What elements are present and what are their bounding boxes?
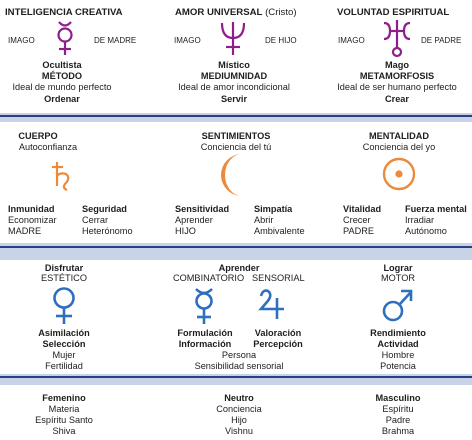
item-3: Vishnu [225, 426, 253, 436]
left-item-2: HIJO [175, 226, 196, 236]
mars-icon [382, 289, 413, 322]
line3: Ideal de mundo perfecto [12, 82, 112, 92]
left-item-1: Economizar [8, 215, 57, 225]
line2: MEDIUMNIDAD [200, 71, 268, 81]
title: Femenino [42, 393, 86, 403]
line1: Místico [218, 60, 250, 70]
divider-top [0, 115, 472, 117]
imago-target: DE PADRE [421, 36, 462, 45]
right-title: Seguridad [82, 204, 127, 214]
line1: Asimilación [38, 328, 90, 338]
right-item-2: Ambivalente [254, 226, 305, 236]
line2: METAMORFOSIS [359, 71, 435, 81]
right-title: Fuerza mental [405, 204, 467, 214]
venus-icon [53, 287, 75, 324]
title: AMOR UNIVERSAL (Cristo) [175, 7, 297, 18]
jupiter-icon [258, 289, 284, 319]
right-item-1: Abrir [254, 215, 274, 225]
imago-target: DE MADRE [94, 36, 137, 45]
right-title: Simpatía [254, 204, 293, 214]
left-item-1: Crecer [343, 215, 371, 225]
imago-target: DE HIJO [265, 36, 297, 45]
line4: Crear [384, 94, 410, 104]
line2: Actividad [377, 339, 419, 349]
item-1: Espíritu [382, 404, 414, 414]
line3: Ideal de ser humano perfecto [337, 82, 457, 92]
subtitle: ESTÉTICO [41, 273, 87, 283]
line4: Potencia [380, 361, 416, 371]
line3: Ideal de amor incondicional [178, 82, 290, 92]
right-line-2: Percepción [253, 339, 303, 349]
uranus-icon [383, 20, 411, 58]
imago-label: IMAGO [8, 36, 35, 45]
right-item-2: Heterónomo [82, 226, 133, 236]
title: VOLUNTAD ESPIRITUAL [337, 7, 450, 18]
item-3: Shiva [52, 426, 76, 436]
subtitle: Autoconfianza [18, 142, 78, 152]
left-line-1: Formulación [177, 328, 233, 338]
right-item-2: Autónomo [405, 226, 447, 236]
mercury-icon [195, 288, 213, 324]
left-title: Vitalidad [343, 204, 382, 214]
subtitle-right: SENSORIAL [252, 273, 305, 283]
mercury-icon [57, 21, 73, 55]
title-suffix: (Cristo) [265, 7, 297, 18]
item-2: Padre [385, 415, 411, 425]
left-line-2: Información [178, 339, 232, 349]
title-main: AMOR UNIVERSAL [175, 7, 263, 18]
line3: Mujer [52, 350, 76, 360]
divider-bottom [0, 376, 472, 378]
line4: Sensibilidad sensorial [194, 361, 284, 371]
imago-label: IMAGO [174, 36, 201, 45]
title: Neutro [224, 393, 254, 403]
title: Disfrutar [44, 263, 84, 273]
left-title: Sensitividad [175, 204, 230, 214]
line3: Persona [221, 350, 257, 360]
subtitle: MOTOR [380, 273, 416, 283]
band-bottom [0, 374, 472, 385]
title: CUERPO [18, 131, 58, 141]
line2: MÉTODO [41, 71, 83, 81]
line3: Hombre [381, 350, 415, 360]
left-item-2: PADRE [343, 226, 374, 236]
line1: Rendimiento [370, 328, 426, 338]
title: INTELIGENCIA CREATIVA [5, 7, 123, 18]
moon-icon [221, 154, 242, 196]
right-item-1: Irradiar [405, 215, 435, 225]
item-3: Brahma [381, 426, 415, 436]
left-item-1: Aprender [175, 215, 213, 225]
subtitle: Conciencia del tú [200, 142, 272, 152]
line4: Ordenar [44, 94, 80, 104]
line2: Selección [42, 339, 86, 349]
title: SENTIMIENTOS [201, 131, 271, 141]
subtitle: Conciencia del yo [362, 142, 436, 152]
sun-icon [382, 157, 416, 191]
line1: Mago [385, 60, 409, 70]
line4: Servir [220, 94, 248, 104]
band-top [0, 113, 472, 122]
right-item-1: Cerrar [82, 215, 109, 225]
item-2: Espíritu Santo [35, 415, 93, 425]
item-2: Hijo [231, 415, 247, 425]
line4: Fertilidad [45, 361, 83, 371]
divider-middle [0, 246, 472, 248]
right-line-1: Valoración [254, 328, 302, 338]
imago-label: IMAGO [338, 36, 365, 45]
title: Aprender [218, 263, 260, 273]
item-1: Materia [48, 404, 80, 414]
saturn-icon [52, 162, 70, 192]
title: Lograr [383, 263, 413, 273]
title: Masculino [375, 393, 421, 403]
line1: Ocultista [42, 60, 82, 70]
item-1: Conciencia [216, 404, 262, 414]
left-item-2: MADRE [8, 226, 42, 236]
title: MENTALIDAD [368, 131, 430, 141]
neptune-icon [220, 22, 246, 55]
subtitle-left: COMBINATORIO [173, 273, 245, 283]
left-title: Inmunidad [8, 204, 55, 214]
